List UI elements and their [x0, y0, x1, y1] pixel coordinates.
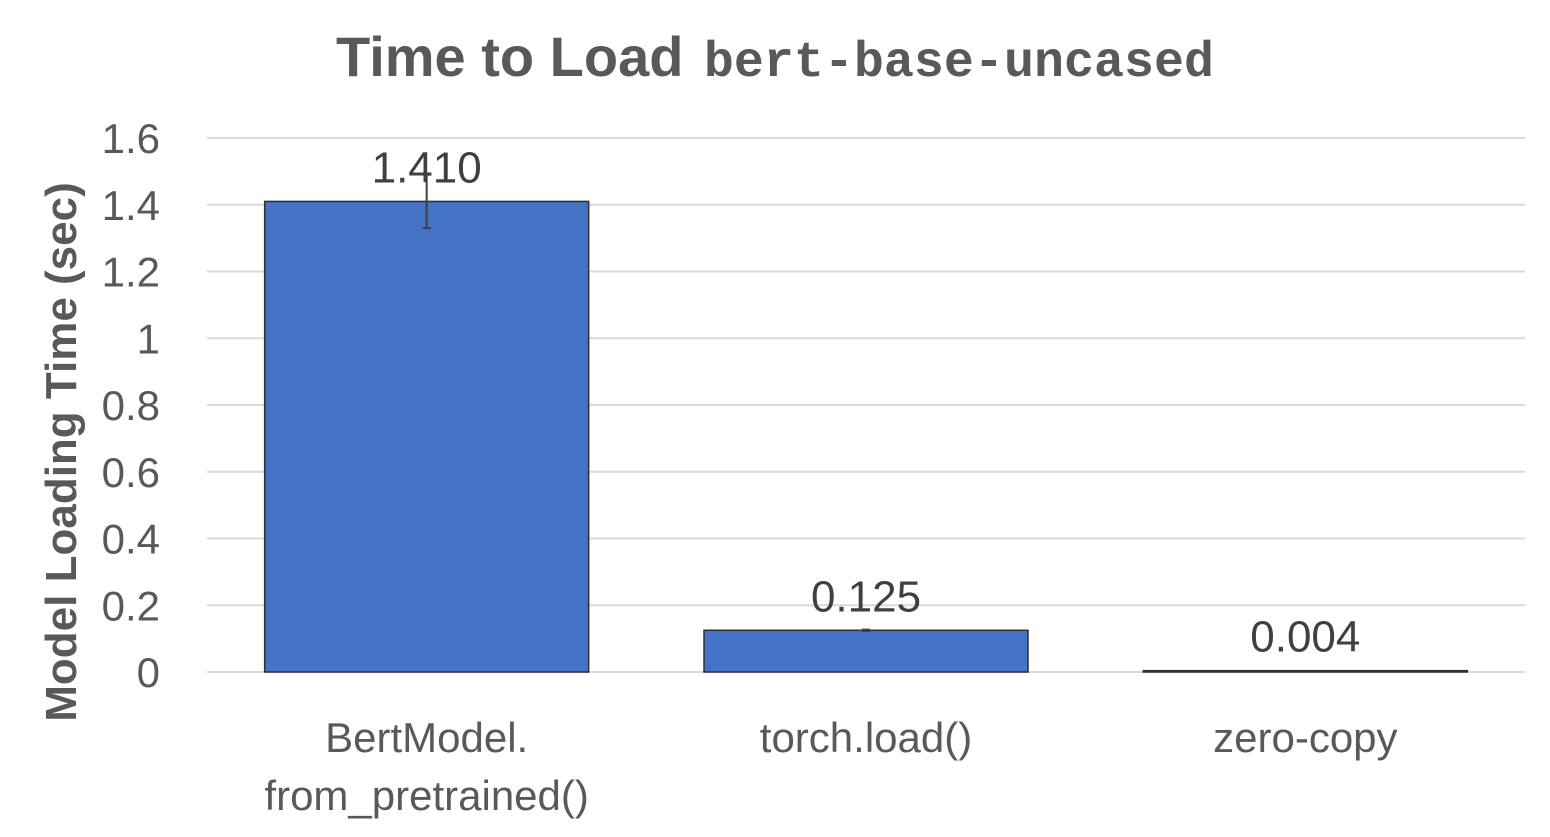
x-category-label: from_pretrained() — [264, 772, 588, 819]
y-tick-label: 0.4 — [102, 516, 160, 563]
bars — [263, 173, 1469, 673]
y-tick-label: 0 — [137, 649, 160, 696]
y-tick-label: 1.6 — [102, 115, 160, 162]
x-axis-categories: BertModel. from_pretrained() torch.load() z… — [264, 714, 1397, 819]
bar — [703, 629, 1029, 673]
y-tick-label: 0.6 — [102, 449, 160, 496]
data-labels: 1.410 0.125 0.004 — [372, 143, 1361, 661]
y-axis-ticks: 0 0.2 0.4 0.6 0.8 1 1.2 1.4 1.6 — [102, 115, 160, 696]
bar — [263, 200, 590, 673]
chart-title: Time to Load bert-base-uncased — [336, 25, 1214, 92]
data-label: 0.004 — [1250, 613, 1360, 662]
y-tick-label: 1.2 — [102, 249, 160, 296]
x-category-label: BertModel. — [325, 714, 528, 761]
x-category-label: zero-copy — [1213, 714, 1397, 761]
chart-title-text: Time to Load — [336, 25, 683, 88]
x-category-label: torch.load() — [760, 714, 972, 761]
y-tick-label: 0.2 — [102, 582, 160, 629]
y-tick-label: 0.8 — [102, 382, 160, 429]
y-tick-label: 1 — [137, 315, 160, 362]
bar — [1142, 669, 1469, 673]
data-label: 0.125 — [811, 572, 921, 621]
chart-title-code: bert-base-uncased — [704, 35, 1214, 92]
y-axis-label: Model Loading Time (sec) — [37, 182, 86, 721]
y-tick-label: 1.4 — [102, 182, 160, 229]
data-label: 1.410 — [372, 143, 482, 192]
